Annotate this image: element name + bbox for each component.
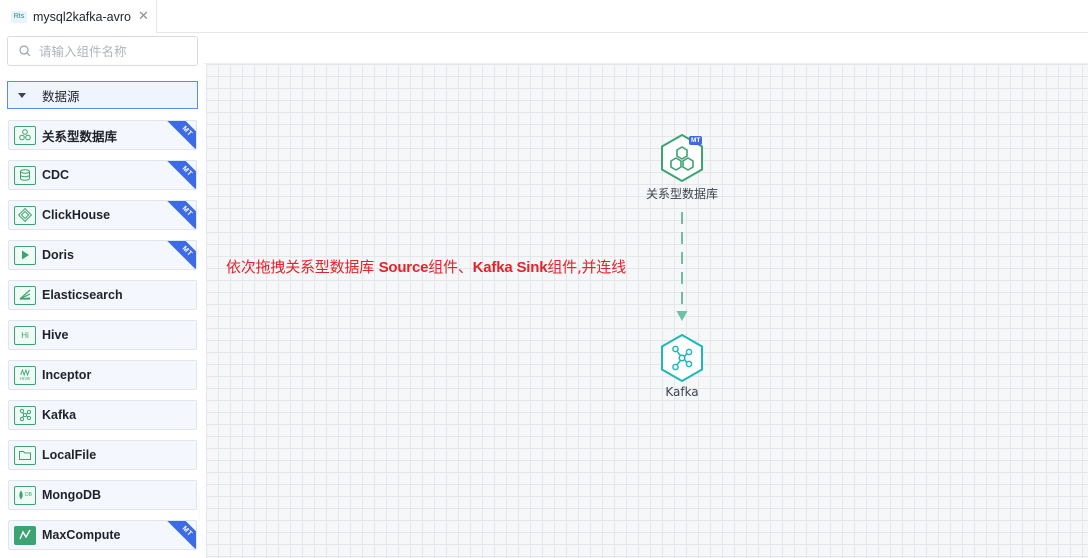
component-label: ClickHouse [42,208,111,222]
mt-badge: MT [689,136,703,145]
component-label: LocalFile [42,448,97,462]
inceptor-icon-text: HIVE [19,376,31,381]
source-node-relational-db[interactable]: MT 关系型数据库 [645,133,719,202]
component-item-inceptor[interactable]: HIVE Inceptor [8,360,197,390]
search-icon [19,45,31,57]
node-label: 关系型数据库 [645,187,718,201]
node-label: Kafka [665,385,699,399]
component-label: MongoDB [42,488,102,502]
instruction-part: Kafka Sink [472,259,548,276]
component-label: Doris [42,248,74,262]
doris-icon [14,245,36,265]
hive-icon: Hi [14,325,36,345]
group-header-datasource[interactable]: 数据源 [7,81,198,109]
component-item-cdc[interactable]: CDC MT [8,160,197,190]
database-icon [14,125,36,145]
edge-connector[interactable] [672,208,692,326]
instruction-part: 依次拖拽关系型数据库 [226,258,379,276]
sink-node-kafka[interactable]: Kafka [655,333,709,399]
mt-badge: MT [166,121,196,149]
component-label: Hive [42,328,69,342]
component-label: Inceptor [42,368,92,382]
tab-mysql2kafka-avro[interactable]: Rts mysql2kafka-avro ✕ [0,0,157,33]
database-node-icon [661,133,703,183]
maxcompute-icon [14,525,36,545]
rts-badge: Rts [11,10,27,23]
mt-badge: MT [166,161,196,189]
component-item-clickhouse[interactable]: ClickHouse MT [8,200,197,230]
clickhouse-icon [14,205,36,225]
instruction-annotation: 依次拖拽关系型数据库 Source组件、Kafka Sink组件,并连线 [226,256,626,277]
hive-icon-text: Hi [21,330,29,340]
mt-badge: MT [166,201,196,229]
instruction-part: Source [378,259,429,276]
kafka-node-icon [661,333,703,383]
kafka-icon [14,405,36,425]
component-item-hive[interactable]: Hi Hive [8,320,197,350]
instruction-part: 组件,并连线 [547,258,626,276]
mt-badge: MT [166,241,196,269]
elasticsearch-icon [14,285,36,305]
component-item-localfile[interactable]: LocalFile [8,440,197,470]
search-input[interactable] [39,43,189,59]
search-box[interactable] [7,36,198,66]
mongodb-icon-text: DB [25,492,32,498]
caret-down-icon [18,92,26,98]
component-item-elasticsearch[interactable]: Elasticsearch [8,280,197,310]
component-item-kafka[interactable]: Kafka [8,400,197,430]
component-item-doris[interactable]: Doris MT [8,240,197,270]
component-label: MaxCompute [42,528,121,542]
component-item-relational-db[interactable]: 关系型数据库 MT [8,120,197,150]
component-label: Elasticsearch [42,288,123,302]
mt-badge: MT [166,521,196,549]
component-label: CDC [42,168,70,182]
mongodb-icon: DB [14,485,36,505]
component-label: 关系型数据库 [42,129,118,144]
close-icon[interactable]: ✕ [137,9,149,24]
instruction-part: 组件、 [428,258,473,276]
folder-icon [14,445,36,465]
component-label: Kafka [42,408,77,422]
tab-title: mysql2kafka-avro [33,9,131,24]
component-item-mongodb[interactable]: DB MongoDB [8,480,197,510]
component-item-maxcompute[interactable]: MaxCompute MT [8,520,197,550]
canvas-toolbar [204,33,1088,64]
group-label: 数据源 [42,88,80,104]
inceptor-icon: HIVE [14,365,36,385]
tab-bar: Rts mysql2kafka-avro ✕ [0,0,1088,33]
component-sidebar: 数据源 关系型数据库 MT CDC MT ClickHouse MT Doris… [0,33,204,558]
flow-canvas[interactable] [206,64,1088,558]
cdc-icon [14,165,36,185]
